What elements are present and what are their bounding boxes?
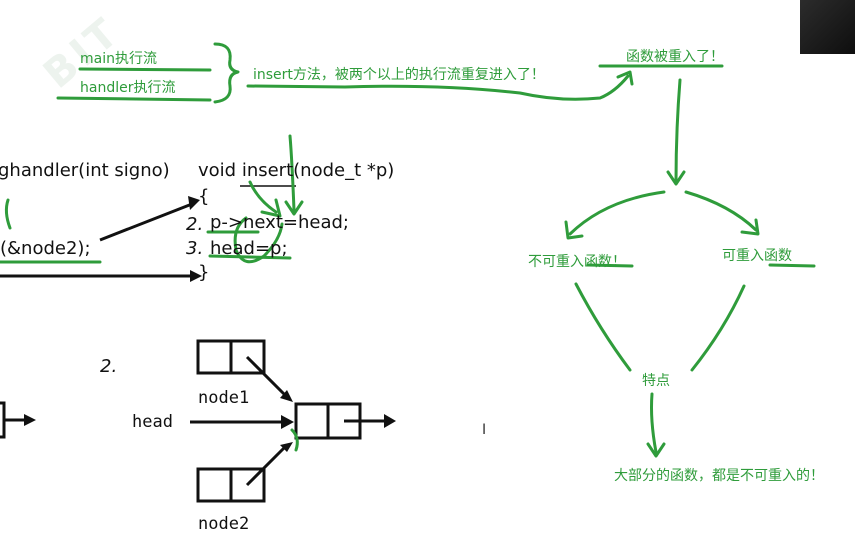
step2-statement: p->next=head;: [210, 212, 349, 233]
head-label: head: [132, 412, 173, 432]
webcam-overlay: [800, 0, 855, 54]
arrowhead: [188, 196, 200, 210]
node1-label: node1: [198, 388, 250, 408]
diagram-step-label: 2.: [100, 356, 118, 377]
insert-signature: void insert(node_t *p): [198, 160, 395, 181]
step3-number: 3.: [186, 238, 204, 259]
traits-label: 特点: [642, 373, 670, 389]
step2-number: 2.: [186, 214, 204, 235]
handler-flow-label: handler执行流: [80, 80, 176, 96]
insert-close-brace: }: [198, 262, 210, 283]
conclusion-note: 大部分的函数，都是不可重入的！: [614, 468, 824, 484]
text-cursor-icon: I: [482, 422, 487, 438]
non-reentrant-label: 不可重入函数！: [528, 254, 626, 270]
step3-statement: head=p;: [210, 238, 288, 259]
function-reentered-note: 函数被重入了！: [626, 49, 724, 65]
node2-label: node2: [198, 514, 250, 534]
call-arrow-line: [99, 202, 193, 242]
insert-reentered-note: insert方法，被两个以上的执行流重复进入了！: [253, 67, 545, 83]
main-flow-label: main执行流: [80, 51, 157, 67]
reentrant-label: 可重入函数: [722, 248, 792, 264]
insert-open-brace: {: [198, 186, 210, 207]
sighandler-signature: ghandler(int signo): [0, 160, 170, 181]
node1-arrow-line: [245, 355, 287, 397]
sighandler-insert-call: (&node2);: [0, 238, 91, 259]
node2-arrow-line: [245, 445, 287, 487]
